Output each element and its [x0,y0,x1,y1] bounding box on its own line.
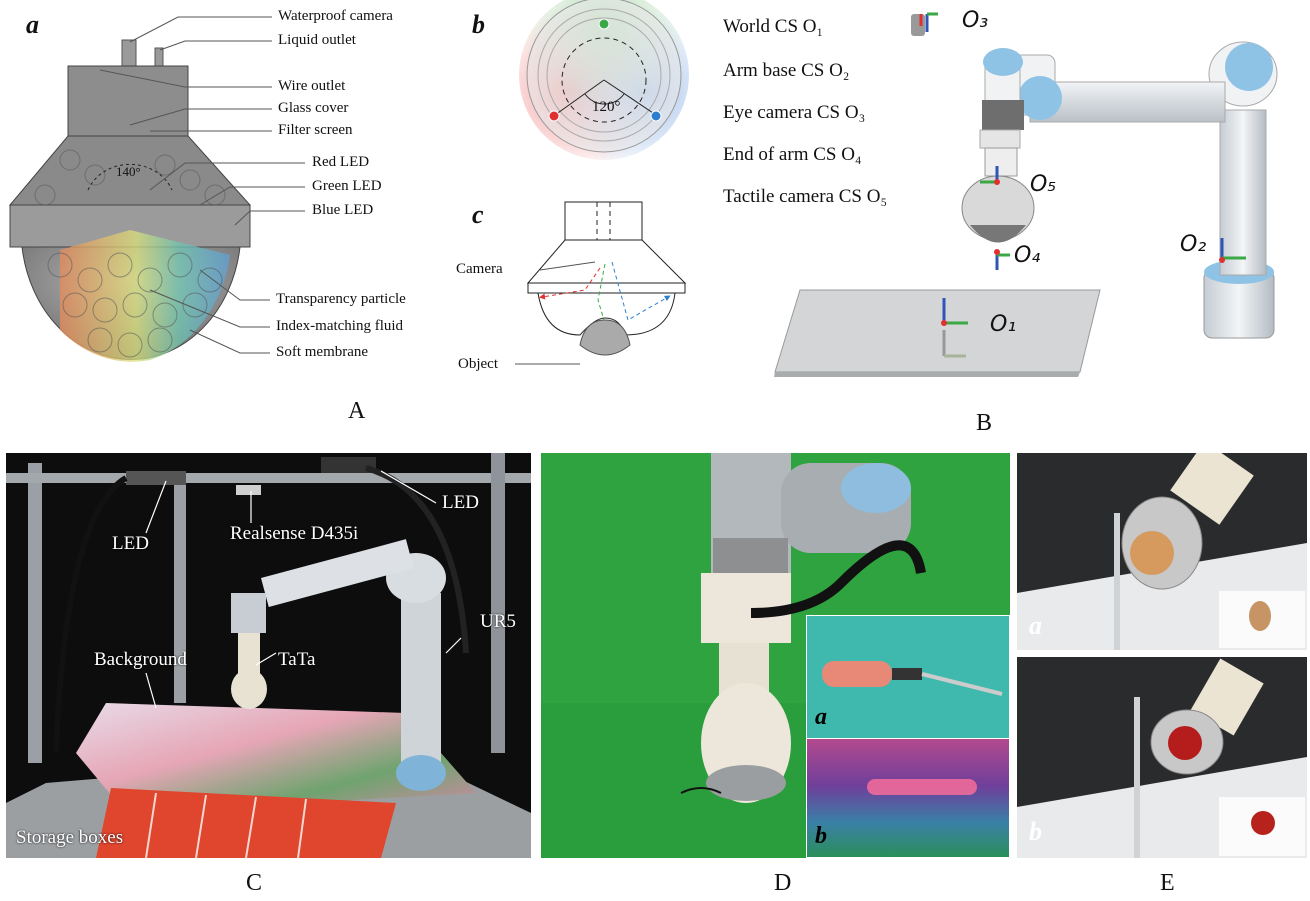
robot-setup-illustration [6,453,531,858]
inset-a-label: a [815,704,827,730]
label-blue-led: Blue LED [312,202,374,218]
cs-end-of-arm: End of arm CS O₄ [723,144,862,165]
cs-arm-base: Arm base CS O₂ [723,60,850,81]
o4-label: O₄ [1014,243,1041,268]
caption-a: A [348,398,366,424]
label-wire-outlet: Wire outlet [278,78,346,94]
cs-eye-camera: Eye camera CS O₃ [723,102,866,123]
label-led-right: LED [442,492,479,513]
label-waterproof-camera: Waterproof camera [278,8,393,24]
angle-120-label: 120° [592,99,621,115]
caption-e: E [1160,870,1175,896]
inset-screwdriver: a [806,615,1010,739]
panel-a-sublabel: a [26,10,39,39]
label-soft-membrane: Soft membrane [276,344,369,360]
panel-e-photo-a: a [1017,453,1307,650]
label-filter-screen: Filter screen [278,122,353,138]
panel-c-photo: LED LED Realsense D435i UR5 Background T… [6,453,531,858]
label-red-led: Red LED [312,154,370,170]
label-led-left: LED [112,533,149,554]
angle-140-label: 140° [116,164,141,179]
label-glass-cover: Glass cover [278,100,349,116]
label-storage-boxes: Storage boxes [16,827,124,848]
e-a-label: a [1029,611,1042,640]
caption-d: D [774,870,792,896]
label-index-matching-fluid: Index-matching fluid [276,318,404,334]
label-liquid-outlet: Liquid outlet [278,32,356,48]
sensor-cross-section-diagram [8,16,305,362]
panel-e-photo-b: b [1017,657,1307,858]
panel-d-photo: a b [541,453,1010,858]
cs-world: World CS O₁ [723,16,824,37]
panel-b-sublabel: b [472,10,485,39]
label-realsense: Realsense D435i [230,523,359,544]
label-background: Background [94,649,187,670]
label-object: Object [458,356,498,372]
o1-label: O₁ [990,312,1017,337]
label-green-led: Green LED [312,178,382,194]
inset-tactile-image: b [806,738,1010,858]
label-ur5: UR5 [480,611,516,632]
o2-label: O₂ [1180,232,1207,257]
panel-c-sublabel: c [472,200,484,229]
label-tata: TaTa [278,649,316,670]
label-transparency-particle: Transparency particle [276,291,406,307]
caption-c: C [246,870,263,896]
o5-label: O₅ [1030,172,1057,197]
caption-b: B [976,410,993,436]
cs-tactile-camera: Tactile camera CS O₅ [723,186,888,207]
egg-inset [1219,591,1305,648]
inset-b-label: b [815,823,827,849]
label-camera: Camera [456,261,503,277]
screwdriver-illustration [822,661,1003,696]
o3-label: O₃ [962,8,989,33]
e-b-label: b [1029,817,1042,846]
cherry-inset [1219,797,1305,856]
led-layout-and-robot-diagram [515,0,1278,377]
